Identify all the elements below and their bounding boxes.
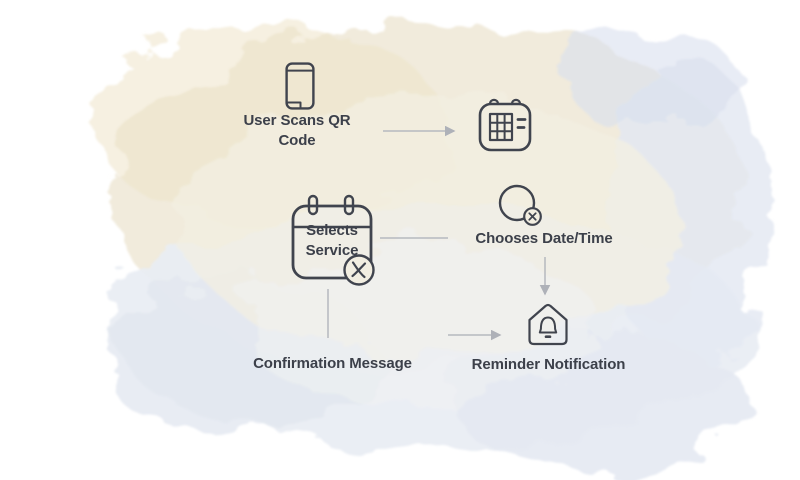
calendar-x-icon (291, 194, 375, 286)
node-chooses-datetime (496, 183, 544, 229)
node-label-reminder: Reminder Notification (471, 356, 626, 373)
node-label-chooses-datetime: Chooses Date/Time (475, 230, 613, 247)
node-label-selects-service: Selects Service (305, 222, 359, 259)
house-bell-icon (528, 303, 568, 346)
smartphone-icon (285, 62, 315, 110)
node-label-confirmation: Confirmation Message (253, 355, 412, 372)
node-booking-calendar (477, 94, 533, 154)
node-user-scans (285, 62, 315, 110)
node-reminder (525, 300, 571, 350)
node-selects-service: Selects Service (289, 194, 379, 290)
calendar-grid-icon (478, 98, 532, 152)
node-label-user-scans: User Scans QR Code (243, 112, 351, 149)
clock-badge-icon (498, 184, 542, 226)
